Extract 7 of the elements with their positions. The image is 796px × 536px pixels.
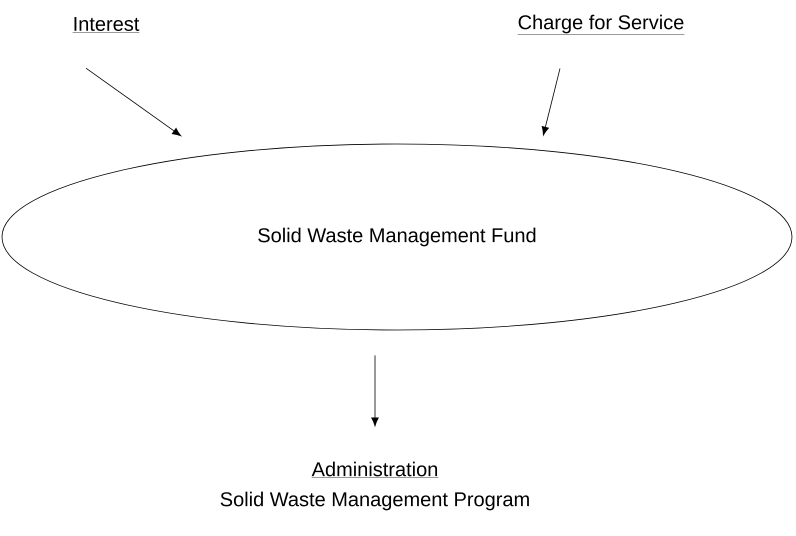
heading-text: Administration Solid Waste Management Program [220, 462, 529, 510]
heading-text: Interest [72, 17, 140, 33]
arrow [542, 68, 560, 136]
arrow [86, 68, 182, 136]
arrow [371, 355, 379, 426]
heading-text: Charge for Service [517, 14, 685, 35]
ellipse-node: Solid Waste Management Fund [2, 144, 792, 330]
